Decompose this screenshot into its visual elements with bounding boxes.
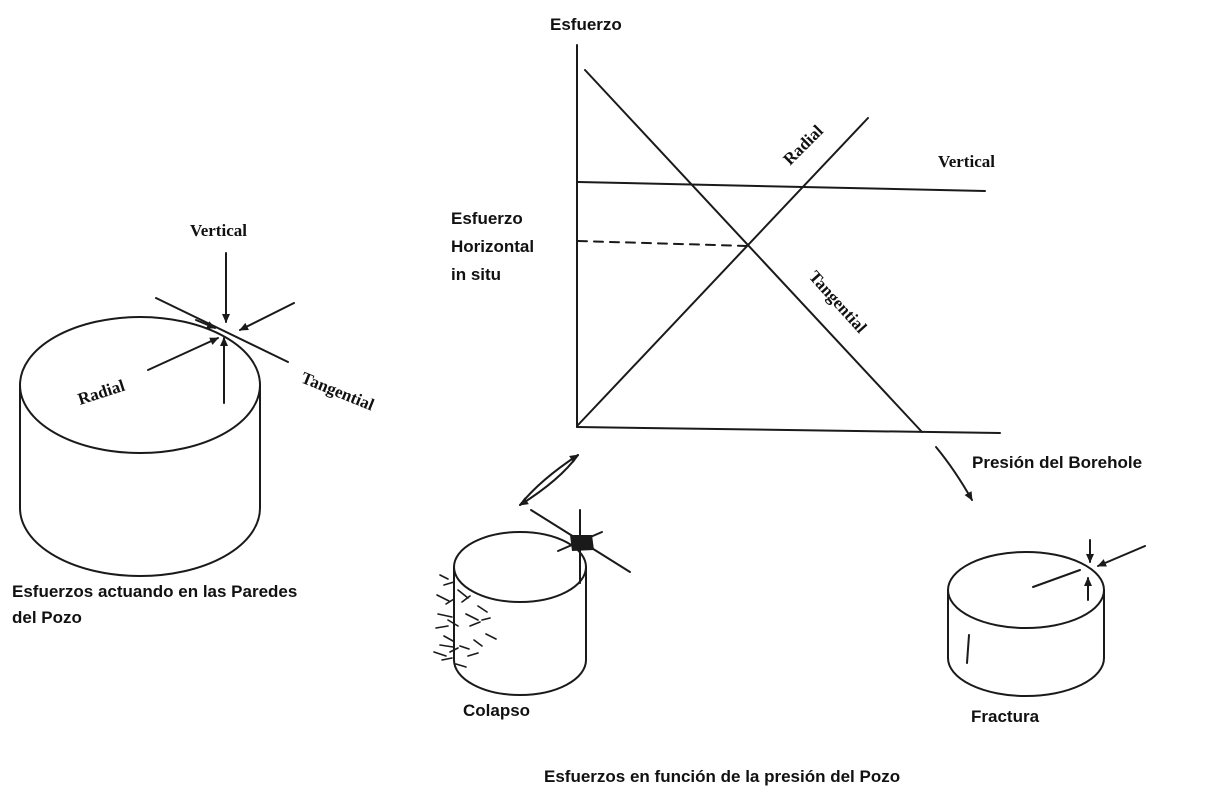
left-cylinder [19, 316, 261, 577]
fracture-cylinder [947, 539, 1146, 697]
collapse-arrow-reverse [519, 454, 579, 506]
horizontal-stress-label-line-1: Esfuerzo [451, 209, 523, 228]
graph-radial-label: Radial [779, 121, 827, 169]
radial-arrow [147, 337, 219, 371]
collapse-label: Colapso [463, 701, 530, 720]
x-axis [576, 426, 1001, 434]
horizontal-in-situ-dashed-line [577, 240, 749, 247]
fracture-label: Fractura [971, 707, 1040, 726]
collapse-rubble [433, 574, 497, 668]
horizontal-stress-label-line-2: Horizontal [451, 237, 534, 256]
tangential-stress-line [584, 69, 923, 433]
graph-x-axis-label: Presión del Borehole [972, 453, 1142, 472]
collapse-cylinder [433, 509, 631, 696]
fracture-radial-arrow [1097, 545, 1146, 567]
graph-y-axis-label: Esfuerzo [550, 15, 622, 34]
graph-lines [577, 69, 986, 433]
fracture-crack [966, 634, 970, 664]
vertical-stress-line [577, 181, 986, 192]
collapse-stress-point [570, 535, 594, 551]
left-caption-line-1: Esfuerzos actuando en las Paredes [12, 582, 297, 601]
collapse-arrow [519, 454, 579, 506]
horizontal-stress-label-line-3: in situ [451, 265, 501, 284]
tangential-left-arrow [195, 319, 216, 329]
tangential-right-arrow [239, 302, 295, 331]
left-vertical-label: Vertical [190, 221, 247, 240]
bottom-caption: Esfuerzos en función de la presión del P… [544, 767, 900, 786]
left-caption-line-2: del Pozo [12, 608, 82, 627]
tangential-line [155, 297, 289, 363]
graph-vertical-label: Vertical [938, 152, 995, 171]
left-stress-arrows [147, 252, 295, 404]
graph-tangential-label: Tangential [805, 267, 871, 337]
left-radial-label: Radial [75, 376, 127, 409]
radial-stress-line [577, 117, 869, 426]
fracture-arrow [935, 446, 973, 501]
left-tangential-label: Tangential [299, 368, 378, 415]
fracture-tangent-line [1032, 569, 1081, 588]
graph-axes [576, 44, 1001, 434]
